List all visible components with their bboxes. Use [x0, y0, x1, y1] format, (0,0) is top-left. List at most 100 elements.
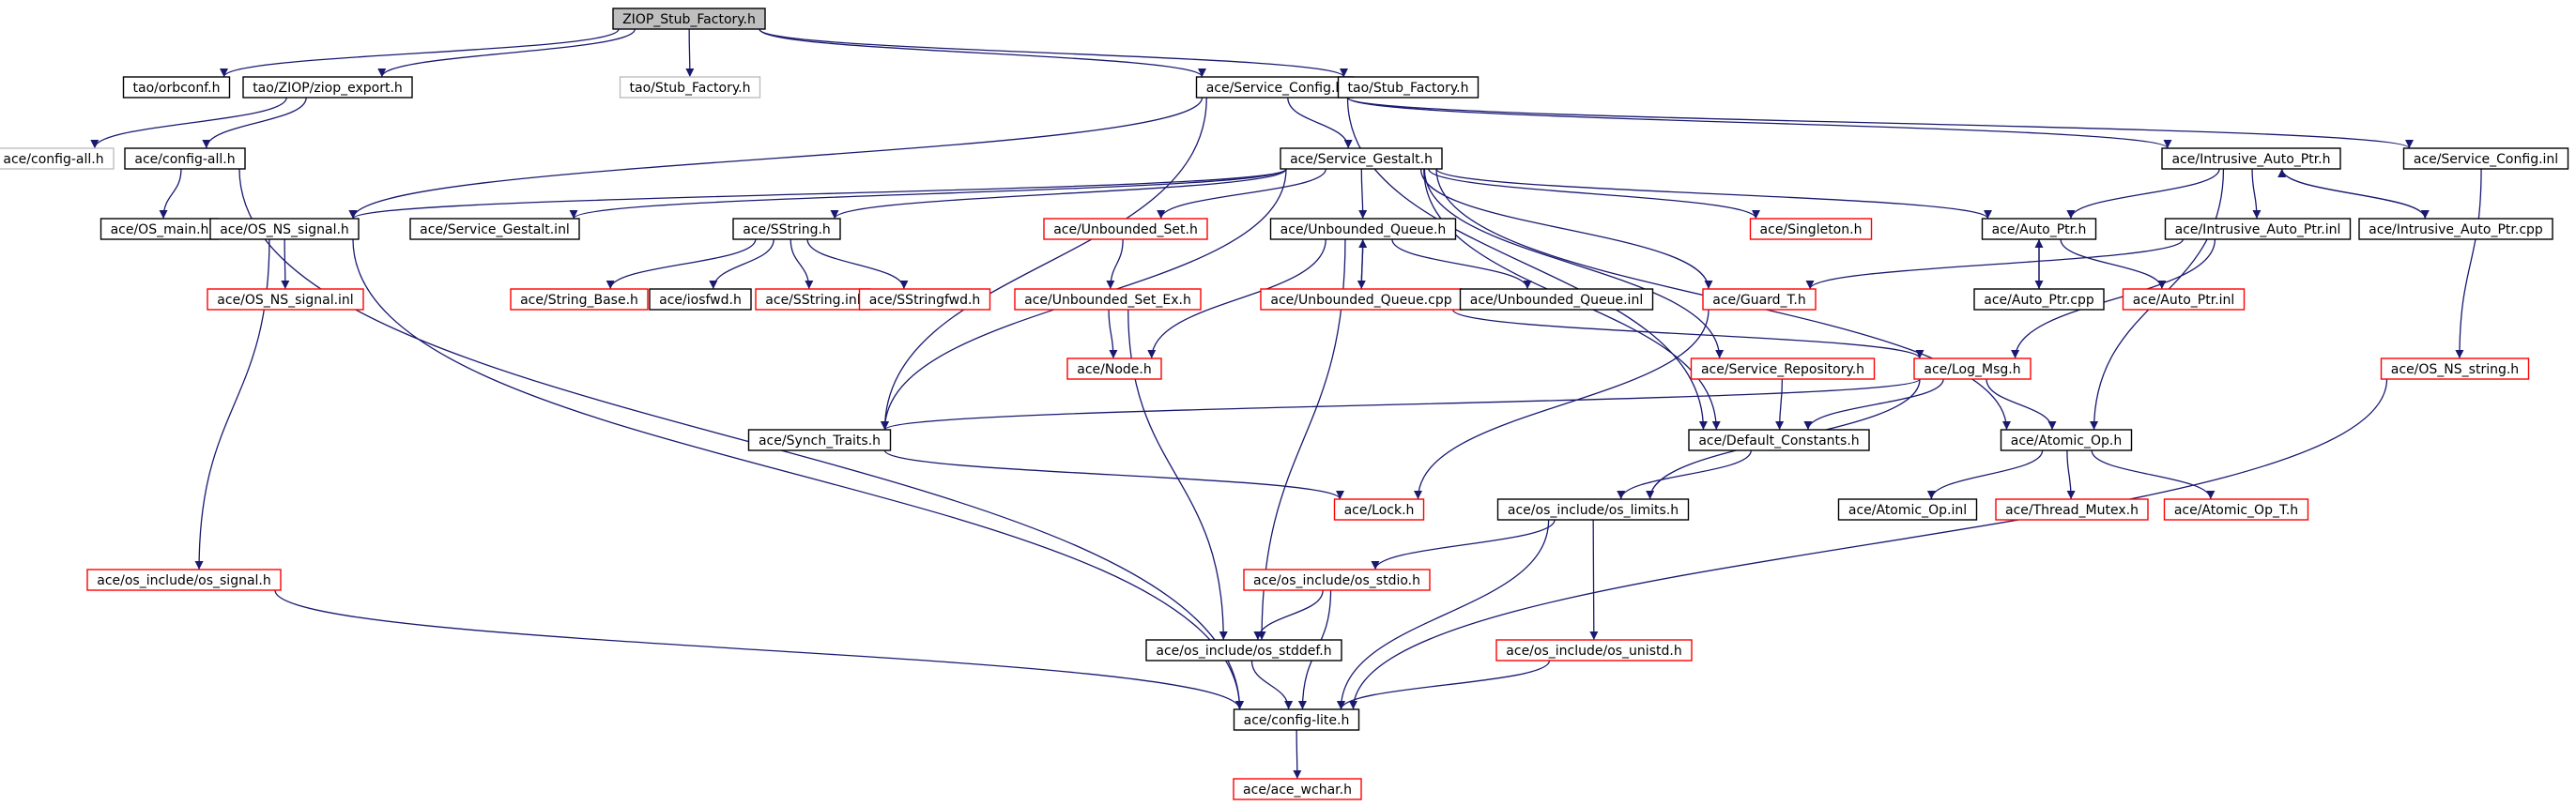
- node-os-signal[interactable]: ace/os_include/os_signal.h: [86, 569, 282, 591]
- node-os-unistd[interactable]: ace/os_include/os_unistd.h: [1495, 639, 1693, 662]
- node-service-config[interactable]: ace/Service_Config.h: [1195, 76, 1355, 99]
- node-default-constants[interactable]: ace/Default_Constants.h: [1688, 429, 1870, 451]
- node-atomic-op-h[interactable]: ace/Atomic_Op.h: [2000, 429, 2133, 451]
- edge-intrusive-auto-ptr-h-to-intrusive-auto-ptr-inl: [2251, 168, 2262, 220]
- edge: [1346, 97, 1708, 431]
- node-orbconf[interactable]: tao/orbconf.h: [122, 76, 231, 99]
- node-config-all[interactable]: ace/config-all.h: [124, 147, 246, 170]
- edge-os-unistd-to-config-lite: [1337, 660, 1551, 710]
- node-label: ace/Auto_Ptr.h: [1992, 222, 2087, 237]
- node-label: ace/Node.h: [1077, 362, 1151, 377]
- node-unbounded-queue-cpp[interactable]: ace/Unbounded_Queue.cpp: [1260, 288, 1463, 311]
- node-label: ace/Lock.h: [1344, 503, 1415, 518]
- edge: [1157, 168, 1326, 220]
- node-atomic-op-inl[interactable]: ace/Atomic_Op.inl: [1837, 498, 1978, 521]
- node-lock-h[interactable]: ace/Lock.h: [1333, 498, 1425, 521]
- edge-service-config-to-service-gestalt: [1287, 97, 1353, 149]
- node-ace-wchar[interactable]: ace/ace_wchar.h: [1233, 778, 1362, 800]
- node-box: [1066, 357, 1162, 380]
- node-os-main[interactable]: ace/OS_main.h: [100, 218, 220, 240]
- edge: [2251, 168, 2262, 220]
- node-sstringfwd[interactable]: ace/SStringfwd.h: [858, 288, 991, 311]
- node-sstring-h[interactable]: ace/SString.h: [732, 218, 841, 240]
- edge-sstring-h-to-string-base: [606, 238, 757, 290]
- node-unbounded-set-h[interactable]: ace/Unbounded_Set.h: [1043, 218, 1208, 240]
- edge: [1371, 519, 1556, 570]
- node-box: [649, 288, 752, 311]
- edge: [709, 238, 774, 290]
- edge: [2455, 168, 2482, 359]
- node-box: [1233, 778, 1362, 800]
- node-iosfwd[interactable]: ace/iosfwd.h: [649, 288, 752, 311]
- edge-os-ns-signal-to-config-lite: [352, 238, 1244, 710]
- edge: [1108, 309, 1118, 359]
- node-guard-t[interactable]: ace/Guard_T.h: [1702, 288, 1817, 311]
- node-ziop-export[interactable]: tao/ZIOP/ziop_export.h: [242, 76, 413, 99]
- edge: [90, 97, 287, 149]
- edge-ziop-export-to-config-all: [202, 97, 307, 149]
- edge: [274, 589, 1244, 710]
- node-atomic-op-t[interactable]: ace/Atomic_Op_T.h: [2163, 498, 2309, 521]
- node-os-ns-signal[interactable]: ace/OS_NS_signal.h: [209, 218, 360, 240]
- node-box: [1702, 288, 1817, 311]
- edge-unbounded-queue-h-to-os-stddef: [1257, 238, 1346, 641]
- node-sstring-inl[interactable]: ace/SString.inl: [755, 288, 871, 311]
- node-thread-mutex[interactable]: ace/Thread_Mutex.h: [1995, 498, 2149, 521]
- node-box: [2358, 218, 2553, 240]
- node-label: ace/Thread_Mutex.h: [2005, 503, 2139, 518]
- node-unbounded-queue-inl[interactable]: ace/Unbounded_Queue.inl: [1459, 288, 1654, 311]
- node-os-limits[interactable]: ace/os_include/os_limits.h: [1496, 498, 1690, 521]
- node-box: [612, 8, 766, 30]
- node-label: ace/config-all.h: [134, 152, 235, 167]
- node-synch-traits[interactable]: ace/Synch_Traits.h: [747, 429, 892, 451]
- edge: [685, 28, 695, 78]
- node-service-gestalt[interactable]: ace/Service_Gestalt.h: [1280, 147, 1443, 170]
- node-label: ace/SStringfwd.h: [869, 293, 981, 308]
- node-node-h[interactable]: ace/Node.h: [1066, 357, 1162, 380]
- node-auto-ptr-cpp[interactable]: ace/Auto_Ptr.cpp: [1973, 288, 2105, 311]
- node-box: [1495, 639, 1693, 662]
- node-unbounded-set-ex[interactable]: ace/Unbounded_Set_Ex.h: [1014, 288, 1202, 311]
- node-ziop-stub[interactable]: ZIOP_Stub_Factory.h: [612, 8, 766, 30]
- edge: [1147, 238, 1326, 359]
- node-intrusive-auto-ptr-inl[interactable]: ace/Intrusive_Auto_Ptr.inl: [2164, 218, 2352, 240]
- edge-os-stdio-to-os-stddef: [1253, 589, 1324, 641]
- node-os-stddef[interactable]: ace/os_include/os_stddef.h: [1145, 639, 1342, 662]
- node-auto-ptr-h[interactable]: ace/Auto_Ptr.h: [1981, 218, 2097, 240]
- edge-auto-ptr-h-to-auto-ptr-inl: [2060, 238, 2167, 290]
- node-service-config-inl[interactable]: ace/Service_Config.inl: [2402, 147, 2569, 170]
- node-string-base[interactable]: ace/String_Base.h: [510, 288, 649, 311]
- node-config-lite[interactable]: ace/config-lite.h: [1233, 708, 1360, 731]
- edge-ziop-stub-to-orbconf: [220, 28, 620, 78]
- edge: [1435, 168, 1992, 220]
- node-os-ns-string[interactable]: ace/OS_NS_string.h: [2380, 357, 2530, 380]
- edge-service-gestalt-to-unbounded-set-h: [1157, 168, 1326, 220]
- node-unbounded-queue-h[interactable]: ace/Unbounded_Queue.h: [1269, 218, 1457, 240]
- node-service-gestalt-inl[interactable]: ace/Service_Gestalt.inl: [409, 218, 580, 240]
- node-intrusive-auto-ptr-h[interactable]: ace/Intrusive_Auto_Ptr.h: [2161, 147, 2341, 170]
- node-label: tao/orbconf.h: [133, 81, 221, 96]
- edge: [2060, 238, 2167, 290]
- node-label: ace/Synch_Traits.h: [759, 433, 881, 449]
- edge: [1349, 378, 2388, 710]
- node-os-stdio[interactable]: ace/os_include/os_stdio.h: [1243, 569, 1431, 591]
- node-auto-ptr-inl[interactable]: ace/Auto_Ptr.inl: [2122, 288, 2246, 311]
- edge: [1775, 378, 1785, 431]
- node-box: [1269, 218, 1457, 240]
- node-os-ns-signal-inl[interactable]: ace/OS_NS_signal.inl: [207, 288, 364, 311]
- edge-service-gestalt-to-service-repository: [1423, 168, 1725, 359]
- edge-unbounded-queue-h-to-node-h: [1147, 238, 1326, 359]
- edge-os-ns-signal-to-os-ns-signal-inl: [281, 238, 290, 290]
- node-label: ace/config-lite.h: [1244, 713, 1350, 728]
- dependency-edges: [90, 28, 2482, 780]
- node-log-msg[interactable]: ace/Log_Msg.h: [1913, 357, 2032, 380]
- node-service-repository[interactable]: ace/Service_Repository.h: [1690, 357, 1876, 380]
- node-box: [2402, 147, 2569, 170]
- node-stub-factory-gray: tao/Stub_Factory.h: [619, 76, 761, 99]
- edge: [759, 28, 1348, 78]
- node-singleton-h[interactable]: ace/Singleton.h: [1749, 218, 1873, 240]
- node-stub-factory[interactable]: tao/Stub_Factory.h: [1337, 76, 1480, 99]
- node-label: ace/Intrusive_Auto_Ptr.inl: [2175, 222, 2341, 237]
- node-box: [747, 429, 892, 451]
- node-intrusive-auto-ptr-cpp[interactable]: ace/Intrusive_Auto_Ptr.cpp: [2358, 218, 2553, 240]
